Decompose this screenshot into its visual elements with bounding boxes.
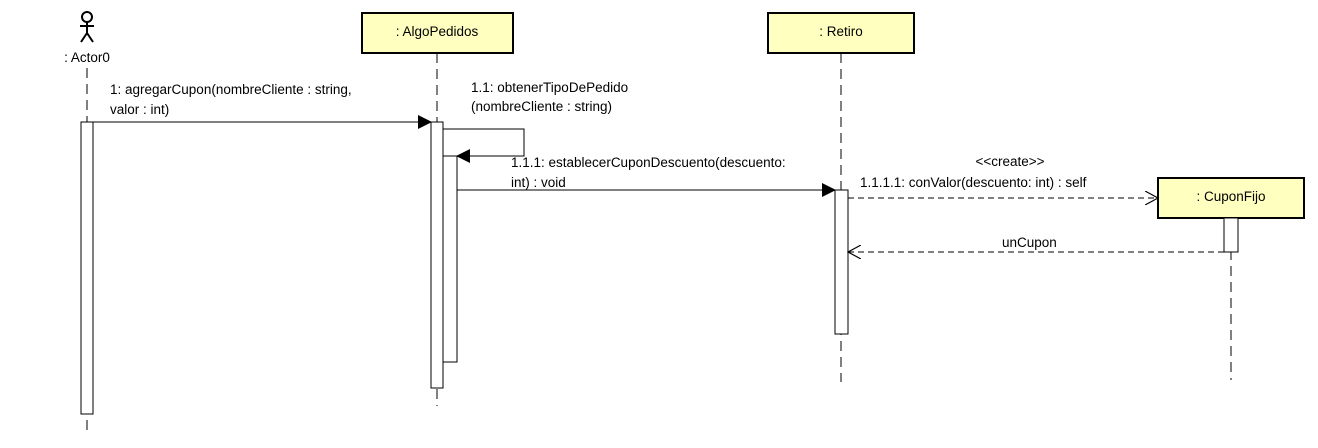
retiro-label: : Retiro xyxy=(819,24,863,39)
message-establecer-label-2: int) : void xyxy=(511,175,566,190)
algopedidos-nested-activation xyxy=(442,155,458,363)
actor-participant[interactable]: : Actor0 xyxy=(64,11,110,65)
message-return-label: unCupon xyxy=(1002,235,1057,250)
message-create-stereotype: <<create>> xyxy=(975,154,1044,169)
stick-figure-icon xyxy=(80,11,94,43)
retiro-activation xyxy=(834,189,849,335)
actor-label: : Actor0 xyxy=(64,50,110,65)
message-agregar-cupon-label-2: valor : int) xyxy=(110,102,169,117)
message-con-valor-label: 1.1.1.1: conValor(descuento: int) : self xyxy=(860,175,1087,190)
message-agregar-cupon[interactable]: 1: agregarCupon(nombreCliente : string, … xyxy=(93,82,432,129)
message-obtener-tipo-label-1: 1.1: obtenerTipoDePedido xyxy=(471,80,628,95)
cuponfijo-activation xyxy=(1223,217,1239,253)
cuponfijo-label: : CuponFijo xyxy=(1196,189,1265,204)
algopedidos-participant[interactable]: : AlgoPedidos xyxy=(361,12,514,54)
message-obtener-tipo-label-2: (nombreCliente : string) xyxy=(471,99,612,114)
message-return-uncupon[interactable]: unCupon xyxy=(848,235,1224,252)
message-con-valor-create[interactable]: <<create>> 1.1.1.1: conValor(descuento: … xyxy=(848,154,1158,198)
message-establecer-label-1: 1.1.1: establecerCuponDescuento(descuent… xyxy=(511,155,786,170)
algopedidos-label: : AlgoPedidos xyxy=(396,24,479,39)
algopedidos-activation xyxy=(430,121,444,389)
message-agregar-cupon-label-1: 1: agregarCupon(nombreCliente : string, xyxy=(110,82,352,97)
actor-activation xyxy=(80,121,94,415)
message-obtener-tipo-de-pedido[interactable]: 1.1: obtenerTipoDePedido (nombreCliente … xyxy=(443,80,628,163)
retiro-participant[interactable]: : Retiro xyxy=(767,12,915,54)
cuponfijo-participant[interactable]: : CuponFijo xyxy=(1157,177,1305,219)
message-establecer-cupon-descuento[interactable]: 1.1.1: establecerCuponDescuento(descuent… xyxy=(457,155,836,197)
